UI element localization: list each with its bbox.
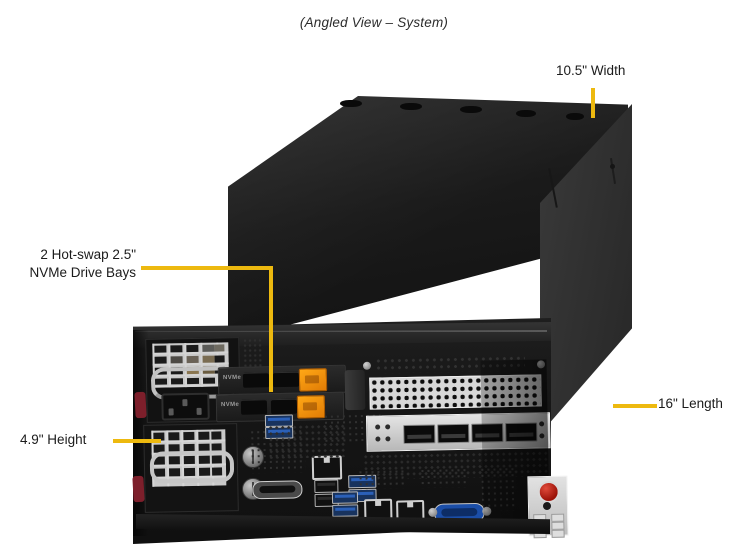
nvme-bay-label: NVMe <box>222 374 242 382</box>
chassis-top-bump <box>400 103 422 110</box>
leader-line-height <box>113 439 161 443</box>
leader-line-length <box>613 404 657 408</box>
ac-power-inlet[interactable] <box>161 392 210 421</box>
power-button[interactable] <box>537 480 560 504</box>
nvme-drive-bay[interactable]: NVMe <box>217 364 347 396</box>
callout-label-height: 4.9" Height <box>20 432 87 447</box>
leader-line-nvme-horizontal <box>141 266 273 270</box>
chassis-rear-edge-highlight <box>135 330 547 332</box>
pcie-screw[interactable] <box>362 361 372 370</box>
leader-line-width <box>591 88 595 118</box>
status-led <box>551 529 565 538</box>
nvme-bay-label: NVMe <box>220 401 240 409</box>
reset-button[interactable] <box>542 501 552 511</box>
callout-label-nvme: 2 Hot-swap 2.5" NVMe Drive Bays <box>29 247 136 280</box>
sfp-port[interactable] <box>437 423 470 444</box>
usb3-port[interactable] <box>331 491 359 504</box>
chassis-top-bump <box>340 100 362 107</box>
chassis-top-bump <box>566 113 584 120</box>
psu-handle[interactable] <box>149 450 235 484</box>
psu-release-latch[interactable] <box>132 475 145 503</box>
serial-port[interactable] <box>252 480 303 500</box>
callout-label-length: 16" Length <box>658 396 723 411</box>
callout-label-width: 10.5" Width <box>556 63 626 78</box>
leader-line-nvme-vertical <box>269 266 273 392</box>
chassis-rear-vent <box>267 423 347 459</box>
chassis-top-bump <box>516 110 536 117</box>
sfp-port[interactable] <box>403 424 436 445</box>
power-supply-module-bottom <box>143 423 239 513</box>
chassis-rear-bottom-rail <box>136 514 550 534</box>
nvme-latch[interactable] <box>298 368 328 392</box>
chassis-side-screw <box>610 164 615 169</box>
usb3-port[interactable] <box>332 504 359 517</box>
figure-caption: (Angled View – System) <box>299 15 449 30</box>
psu-release-latch[interactable] <box>134 391 147 419</box>
chassis-top-bump <box>460 106 482 113</box>
